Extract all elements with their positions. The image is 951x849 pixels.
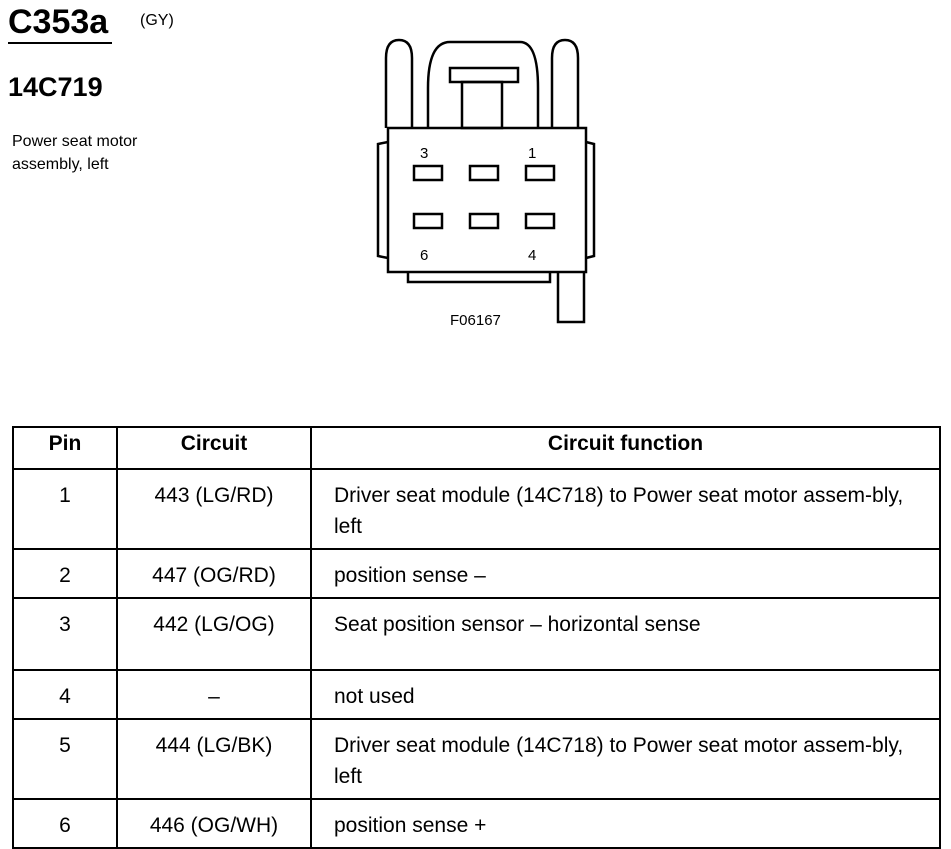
function-cell: Driver seat module (14C718) to Power sea… bbox=[310, 718, 941, 800]
pin-cavity bbox=[524, 212, 556, 230]
header-circuit: Circuit bbox=[116, 426, 312, 470]
pin-cell: 6 bbox=[12, 798, 118, 849]
pin-label-3: 3 bbox=[420, 145, 428, 162]
pin-cell: 3 bbox=[12, 597, 118, 671]
pin-label-6: 6 bbox=[420, 247, 428, 264]
function-cell: Seat position sensor – horizontal sense bbox=[310, 597, 941, 671]
pin-cavity bbox=[468, 164, 500, 182]
circuit-cell: 447 (OG/RD) bbox=[116, 548, 312, 599]
pin-cell: 2 bbox=[12, 548, 118, 599]
circuit-cell: 446 (OG/WH) bbox=[116, 798, 312, 849]
circuit-cell: – bbox=[116, 669, 312, 720]
table-row: 5 444 (LG/BK) Driver seat module (14C718… bbox=[12, 718, 941, 800]
connector-diagram: 3 1 6 4 bbox=[376, 38, 596, 324]
connector-body bbox=[386, 126, 588, 274]
circuit-cell: 444 (LG/BK) bbox=[116, 718, 312, 800]
lock-hood bbox=[426, 40, 540, 128]
header-pin: Pin bbox=[12, 426, 118, 470]
figure-id: F06167 bbox=[450, 312, 501, 329]
right-latch bbox=[550, 38, 580, 128]
table-row: 6 446 (OG/WH) position sense + bbox=[12, 798, 941, 849]
circuit-cell: 443 (LG/RD) bbox=[116, 468, 312, 550]
color-code: (GY) bbox=[140, 12, 174, 29]
table-header-row: Pin Circuit Circuit function bbox=[12, 426, 941, 470]
left-latch bbox=[384, 38, 414, 128]
pin-cavity bbox=[412, 212, 444, 230]
table-row: 3 442 (LG/OG) Seat position sensor – hor… bbox=[12, 597, 941, 671]
pin-label-4: 4 bbox=[528, 247, 536, 264]
pin-cavity bbox=[412, 164, 444, 182]
pin-cell: 1 bbox=[12, 468, 118, 550]
pin-cavity bbox=[468, 212, 500, 230]
key-tab bbox=[556, 272, 586, 324]
header-circuit-function: Circuit function bbox=[310, 426, 941, 470]
circuit-cell: 442 (LG/OG) bbox=[116, 597, 312, 671]
function-cell: position sense – bbox=[310, 548, 941, 599]
table-row: 4 – not used bbox=[12, 669, 941, 720]
pin-label-1: 1 bbox=[528, 145, 536, 162]
function-cell: not used bbox=[310, 669, 941, 720]
function-cell: Driver seat module (14C718) to Power sea… bbox=[310, 468, 941, 550]
lock-tab bbox=[448, 66, 520, 84]
part-number: 14C719 bbox=[8, 72, 103, 102]
pin-table: Pin Circuit Circuit function 1 443 (LG/R… bbox=[12, 426, 941, 849]
pin-cell: 4 bbox=[12, 669, 118, 720]
pin-cell: 5 bbox=[12, 718, 118, 800]
function-cell: position sense + bbox=[310, 798, 941, 849]
connector-id: C353a bbox=[8, 2, 113, 44]
pin-cavity bbox=[524, 164, 556, 182]
table-row: 1 443 (LG/RD) Driver seat module (14C718… bbox=[12, 468, 941, 550]
connector-description: Power seat motor assembly, left bbox=[12, 133, 138, 173]
table-row: 2 447 (OG/RD) position sense – bbox=[12, 548, 941, 599]
